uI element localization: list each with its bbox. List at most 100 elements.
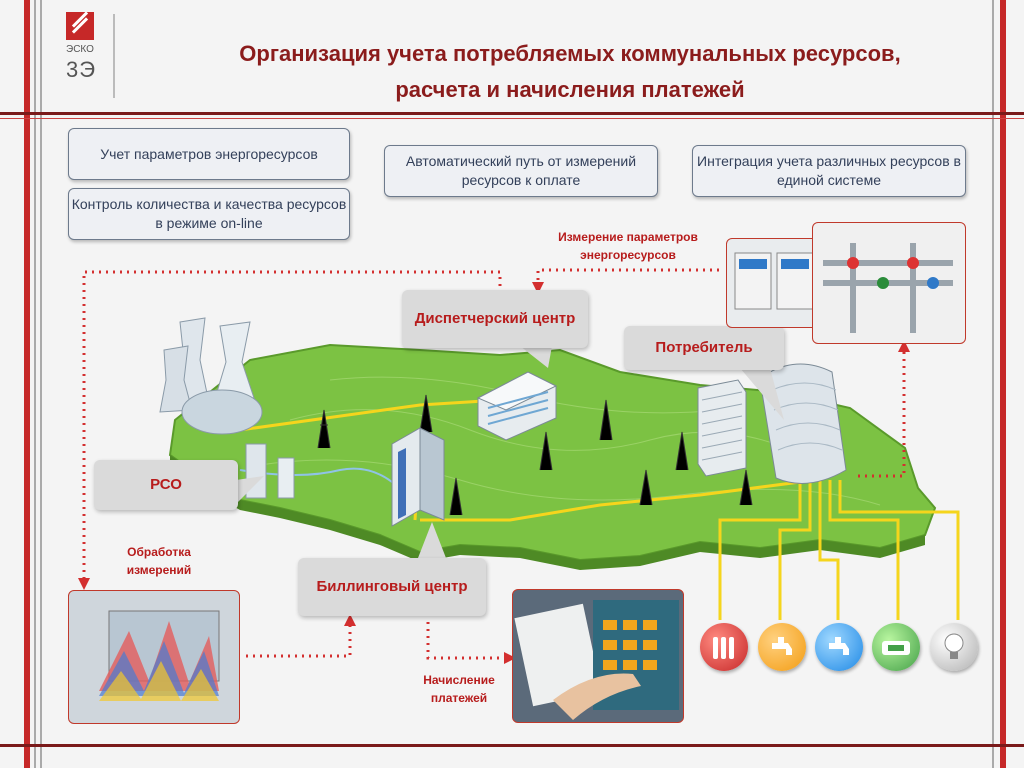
meters-photo	[726, 238, 822, 328]
skyscraper-glass	[398, 448, 406, 519]
apartment-windows	[701, 391, 743, 461]
right-frame-line	[992, 0, 994, 768]
reactor-dome	[181, 389, 263, 435]
node-dispatch-center: Диспетчерский центр	[402, 290, 588, 348]
keypad-keys	[603, 620, 657, 670]
node-billing-center: Биллинговый центр	[298, 558, 486, 616]
left-frame-line	[40, 0, 42, 768]
callout-pointer	[520, 346, 552, 368]
gas-meter-icon	[872, 623, 920, 671]
power-tower	[599, 399, 613, 441]
power-tower	[449, 477, 463, 516]
radiator-fin	[721, 637, 726, 659]
flow-arrows	[82, 268, 906, 660]
light-bulb-icon	[930, 623, 978, 671]
arrow-head-icon	[504, 652, 516, 664]
hot-water-tap-icon	[758, 623, 806, 671]
node-rso: РСО	[94, 460, 238, 510]
label-processing: Обработка измерений	[126, 545, 192, 577]
meter-display	[781, 259, 809, 269]
bulb-glass	[944, 633, 964, 653]
arrow-head-icon	[532, 282, 544, 294]
apartment-block	[697, 379, 747, 477]
river	[239, 467, 411, 501]
billing-building	[391, 427, 445, 527]
valve	[877, 277, 889, 289]
feature-kontrol: Контроль количества и качества ресурсов …	[68, 188, 350, 240]
document	[514, 603, 602, 707]
plant-tower	[277, 457, 295, 499]
data-line	[778, 480, 812, 620]
key	[623, 640, 637, 650]
data-lines	[239, 398, 960, 620]
right-frame-bar	[1000, 0, 1006, 768]
logo-divider	[113, 14, 115, 98]
power-tower	[675, 431, 689, 471]
key	[603, 620, 617, 630]
left-frame-bar	[24, 0, 30, 768]
power-tower	[317, 409, 331, 449]
title-line-1: Организация учета потребляемых коммуналь…	[239, 41, 901, 66]
data-line	[828, 480, 900, 620]
payment-photo	[512, 589, 684, 723]
flow-arrow	[82, 270, 502, 578]
valve	[847, 257, 859, 269]
tap-handle	[778, 637, 784, 643]
company-logo: ЭСКО 3Э	[66, 12, 116, 98]
analytics-chart-photo	[68, 590, 240, 724]
apartment-tower	[759, 363, 847, 484]
radiator-fin	[729, 637, 734, 659]
arrow-head-icon	[78, 578, 90, 590]
data-line	[239, 398, 501, 432]
feature-uchet: Учет параметров энергоресурсов	[68, 128, 350, 180]
tap-shape	[829, 643, 849, 655]
flow-arrow	[426, 622, 504, 660]
flow-arrow	[246, 624, 352, 658]
piping-photo	[812, 222, 966, 344]
dispatch-building	[476, 371, 558, 441]
logo-brand: ЭСКО	[66, 44, 94, 55]
payment-terminal-icon	[514, 600, 679, 720]
flow-arrow	[858, 350, 906, 478]
flow-arrow	[536, 268, 720, 280]
power-plant	[159, 317, 295, 499]
power-towers	[317, 394, 753, 516]
data-line	[718, 480, 802, 620]
valve	[907, 257, 919, 269]
meter-window	[888, 645, 904, 651]
page-title: Организация учета потребляемых коммуналь…	[140, 36, 1000, 108]
header-divider	[0, 118, 1024, 119]
bulb-base	[950, 652, 958, 659]
node-consumer: Потребитель	[624, 326, 784, 370]
label-billing: Начисление платежей	[423, 673, 495, 705]
key	[623, 660, 637, 670]
logo-mark-text: 3Э	[66, 57, 97, 82]
chart-surface	[99, 661, 219, 701]
3d-chart-icon	[99, 610, 220, 701]
logo-mark-icon	[66, 12, 94, 40]
cold-water-tap-icon	[815, 623, 863, 671]
meter-display	[739, 259, 767, 269]
data-line	[838, 480, 960, 620]
callout-pointers	[236, 346, 784, 558]
tap-handle	[835, 637, 841, 643]
footer-divider	[0, 744, 1024, 747]
data-line	[420, 480, 801, 522]
power-tower	[419, 394, 433, 433]
key	[623, 620, 637, 630]
feature-integr: Интеграция учета различных ресурсов в ед…	[692, 145, 966, 197]
radiator-icon	[700, 623, 748, 671]
skyscraper-side	[419, 427, 445, 521]
label-measurement: Измерение параметров энергоресурсов	[558, 230, 698, 262]
power-tower	[739, 469, 753, 506]
consumer-buildings	[697, 363, 847, 484]
key	[643, 620, 657, 630]
power-tower	[639, 469, 653, 506]
terrain-contour	[259, 459, 881, 506]
arrow-head-icon	[898, 340, 910, 352]
cooling-tower	[213, 321, 255, 403]
key	[643, 640, 657, 650]
heat-unit-pipes-icon	[823, 243, 953, 333]
data-line	[818, 480, 840, 620]
